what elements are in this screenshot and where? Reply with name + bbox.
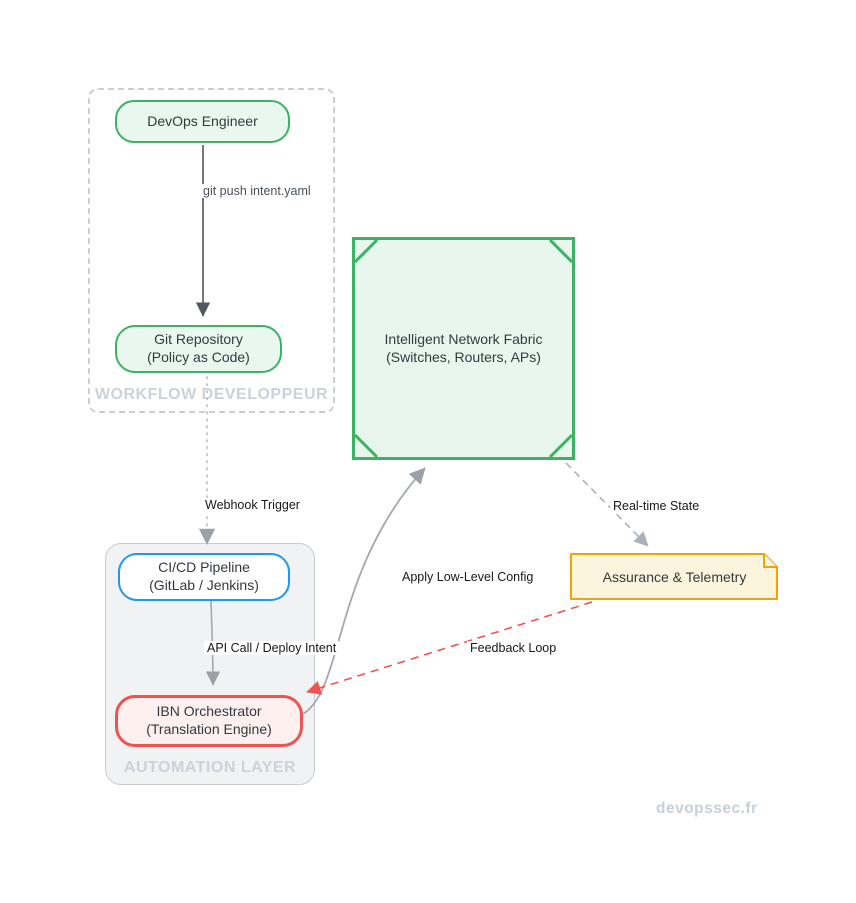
node-git-repository-line1: Git Repository	[154, 331, 243, 348]
node-devops-engineer-label: DevOps Engineer	[147, 112, 258, 129]
node-ibn-orchestrator-line2: (Translation Engine)	[146, 721, 272, 737]
edge-label-apply-config: Apply Low-Level Config	[399, 570, 537, 584]
note-shape-icon	[570, 553, 778, 600]
node-ibn-orchestrator-line1: IBN Orchestrator	[156, 703, 262, 720]
edge-realtime-state	[565, 462, 649, 547]
group-automation-label: AUTOMATION LAYER	[123, 759, 297, 776]
node-git-repository: Git Repository (Policy as Code)	[115, 325, 282, 373]
edge-label-git-push: git push intent.yaml	[200, 184, 314, 198]
node-network-fabric: Intelligent Network Fabric (Switches, Ro…	[352, 237, 575, 460]
node-assurance-telemetry-label: Assurance & Telemetry	[602, 568, 747, 585]
edge-label-realtime-state: Real-time State	[610, 499, 703, 513]
node-network-fabric-line2: (Switches, Routers, APs)	[386, 348, 541, 365]
node-cicd-pipeline: CI/CD Pipeline (GitLab / Jenkins)	[118, 553, 290, 601]
edge-label-webhook-trigger: Webhook Trigger	[202, 498, 303, 512]
node-cicd-pipeline-line2: (GitLab / Jenkins)	[149, 577, 259, 593]
node-assurance-telemetry: Assurance & Telemetry	[570, 553, 779, 600]
edge-apply-config	[302, 467, 426, 715]
edge-label-api-call: API Call / Deploy Intent	[204, 641, 340, 655]
edge-feedback-loop	[306, 601, 593, 695]
node-network-fabric-line1: Intelligent Network Fabric	[384, 330, 543, 347]
node-devops-engineer: DevOps Engineer	[115, 100, 290, 143]
edge-label-feedback-loop: Feedback Loop	[467, 641, 560, 655]
node-cicd-pipeline-line1: CI/CD Pipeline	[158, 559, 250, 576]
watermark-devopssec: devopssec.fr	[656, 800, 758, 817]
group-workflow-label: WORKFLOW DEVELOPPEUR	[94, 386, 329, 403]
node-git-repository-line2: (Policy as Code)	[147, 349, 250, 365]
group-workflow-developpeur: WORKFLOW DEVELOPPEUR	[88, 88, 335, 413]
node-ibn-orchestrator: IBN Orchestrator (Translation Engine)	[115, 695, 303, 747]
